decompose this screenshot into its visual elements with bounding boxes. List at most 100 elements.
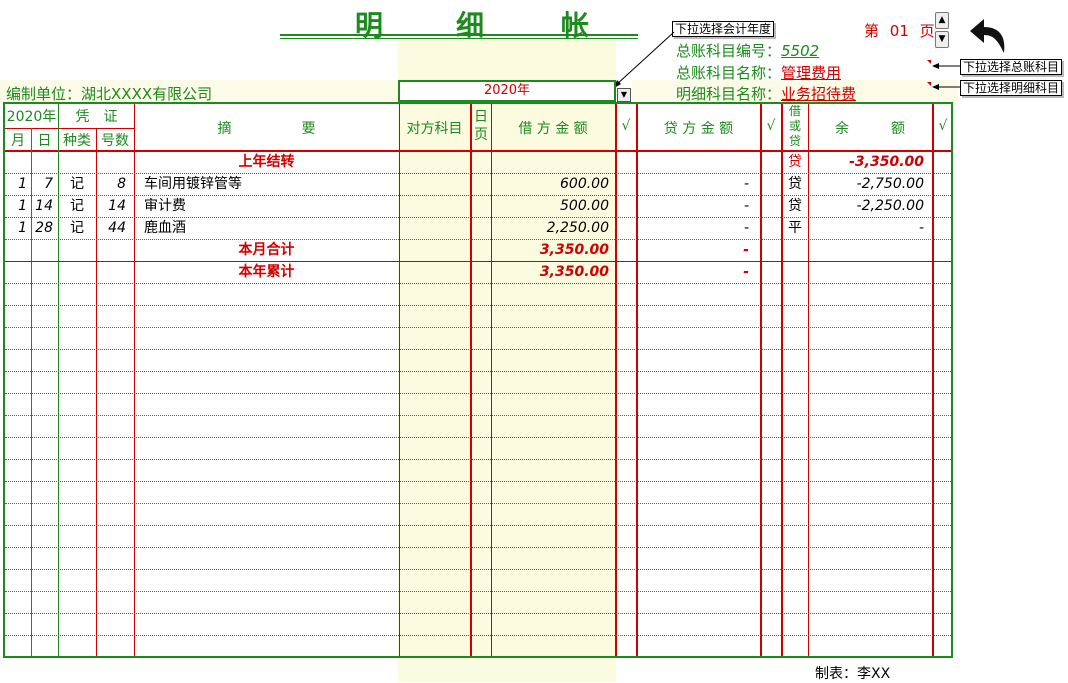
company-label: 编制单位： — [6, 85, 82, 103]
header-voucher-type: 种类 — [63, 133, 91, 149]
cell-type: 记 — [70, 176, 84, 192]
tip-detail-leader-line — [932, 84, 961, 90]
cell-debit: 600.00 — [560, 176, 609, 192]
cell-summary: 车间用镀锌管等 — [144, 176, 242, 192]
header-journal-page: 日 页 — [471, 108, 491, 144]
account-code-row: 总账科目编号：5502 — [676, 40, 819, 61]
dropdown-arrow-icon: ▼ — [620, 90, 628, 99]
undo-arrow-icon[interactable] — [966, 15, 1010, 55]
row-divider — [5, 459, 951, 460]
header-divider — [5, 128, 135, 129]
cell-day: 7 — [44, 176, 53, 192]
tip-year: 下拉选择会计年度 — [672, 21, 775, 37]
cell-balance: - — [918, 220, 924, 236]
page-number: 01 — [889, 22, 909, 40]
cell-number: 44 — [108, 220, 126, 236]
row-divider — [5, 481, 951, 482]
cell-type: 记 — [70, 198, 84, 214]
cell-summary: 本年累计 — [238, 264, 295, 280]
page-title: 明 细 帐 — [280, 4, 638, 42]
row-divider — [5, 217, 951, 218]
row-divider — [5, 591, 951, 592]
spin-down-icon: ▼ — [938, 34, 946, 44]
row-divider — [5, 503, 951, 504]
cell-credit: - — [743, 264, 749, 280]
row-divider — [5, 415, 951, 416]
table-row[interactable]: 上年结转贷-3,350.00 — [5, 151, 951, 173]
cell-number: 14 — [108, 198, 126, 214]
header-summary: 摘 要 — [217, 121, 316, 137]
row-divider — [5, 371, 951, 372]
table-row[interactable]: 本月合计 3,350.00 - — [5, 239, 951, 261]
company-name: 湖北XXXX有限公司 — [81, 85, 213, 103]
header-direction-3: 贷 — [788, 134, 801, 148]
table-row[interactable]: 1 7 记 8 车间用镀锌管等 600.00 - 贷 -2,750.00 — [5, 173, 951, 195]
row-divider — [5, 239, 951, 240]
header-balance: 余 额 — [835, 121, 905, 137]
header-credit-check: √ — [766, 118, 776, 134]
col-line — [932, 104, 934, 656]
header-journal-page-1: 日 — [474, 109, 488, 125]
cell-month: 1 — [18, 220, 27, 236]
title-underline — [280, 34, 638, 36]
account-name-value[interactable]: 管理费用 — [781, 64, 842, 82]
cell-credit: - — [743, 220, 749, 236]
header-direction: 借 或 贷 — [782, 104, 808, 149]
footer-maker: 制表：李XX — [815, 666, 891, 682]
detail-account-value[interactable]: 业务招待费 — [781, 85, 857, 103]
row-divider — [5, 393, 951, 394]
row-divider — [5, 195, 951, 196]
col-line — [470, 104, 472, 656]
cell-summary: 本月合计 — [238, 242, 295, 258]
page-down-button[interactable]: ▼ — [935, 31, 949, 48]
cell-number: 8 — [117, 176, 126, 192]
page-indicator: 第 01 页 — [864, 20, 935, 41]
header-day: 日 — [37, 133, 52, 149]
header-direction-2: 或 — [788, 119, 801, 133]
header-debit: 借 方 金 额 — [518, 121, 588, 137]
cell-debit: 3,350.00 — [539, 242, 609, 258]
cell-type: 记 — [70, 220, 84, 236]
col-line — [760, 104, 762, 656]
row-divider — [5, 525, 951, 526]
company-row: 编制单位：湖北XXXX有限公司 — [6, 83, 212, 104]
year-select[interactable]: 2020年 — [398, 80, 616, 102]
cell-direction: 贷 — [788, 176, 802, 192]
detail-account-label: 明细科目名称： — [676, 85, 782, 103]
cell-day: 14 — [35, 198, 53, 214]
col-line — [615, 104, 617, 656]
year-dropdown-button[interactable]: ▼ — [617, 88, 631, 102]
account-name-row: 总账科目名称：管理费用 — [676, 62, 841, 83]
account-name-label: 总账科目名称： — [676, 64, 782, 82]
page-suffix: 页 — [919, 22, 935, 40]
col-line — [808, 104, 809, 656]
row-divider — [5, 173, 951, 174]
row-divider — [5, 657, 951, 658]
cell-month: 1 — [18, 176, 27, 192]
cell-credit: - — [743, 176, 749, 192]
header-journal-page-2: 页 — [474, 127, 488, 143]
cell-credit: - — [743, 242, 749, 258]
row-divider — [5, 349, 951, 350]
row-divider — [5, 613, 951, 614]
title-underline-2 — [280, 38, 638, 39]
row-divider — [5, 569, 951, 570]
header-voucher: 凭 证 — [75, 109, 118, 125]
header-direction-1: 借 — [788, 104, 801, 118]
detail-row-band — [632, 80, 957, 102]
col-line — [399, 104, 400, 656]
title-char-3: 帐 — [561, 9, 590, 42]
cell-balance: -2,750.00 — [856, 176, 924, 192]
col-line — [31, 128, 32, 656]
company-row-band — [0, 80, 398, 102]
header-bottom-line — [5, 150, 951, 152]
page-up-button[interactable]: ▲ — [935, 12, 949, 29]
row-divider — [5, 261, 951, 262]
account-code-value[interactable]: 5502 — [781, 42, 820, 60]
cell-debit: 2,250.00 — [546, 220, 609, 236]
row-divider — [5, 305, 951, 306]
debit-column-band — [398, 40, 616, 682]
